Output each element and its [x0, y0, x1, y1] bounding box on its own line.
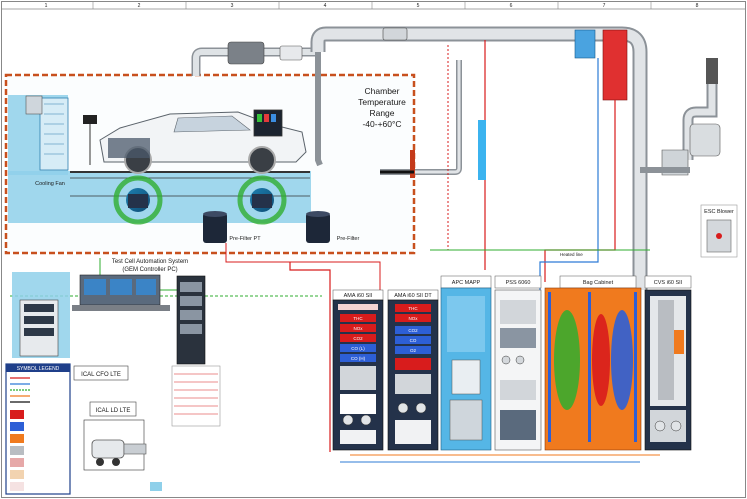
automation-subtitle: (GEM Controller PC): [122, 267, 177, 273]
column-number: 2: [138, 3, 141, 9]
heated-line-label: Heated line: [560, 252, 583, 257]
ama-right-module: [395, 314, 431, 322]
apc-panel: [451, 359, 481, 395]
ama-left-module: [340, 314, 376, 322]
exhaust-transfer-pipe: [312, 28, 646, 290]
pre-filter-label: Pre-Filter: [337, 236, 360, 242]
cal-ld-label: ICAL LD LTE: [96, 408, 131, 414]
apc-label: APC MAPP: [452, 280, 481, 286]
pre-filter-icon: [306, 213, 330, 243]
chamber-title: Chamber: [365, 86, 400, 96]
weather-station-icon: [25, 95, 43, 115]
tailpipe-connection: [193, 49, 318, 76]
column-number: 6: [510, 3, 513, 9]
ama-right-module: [395, 346, 431, 354]
bag-blue-icon: [611, 310, 633, 410]
pss-header: [494, 275, 542, 289]
bag-green-icon: [554, 310, 580, 410]
chamber-title: -40-+60°C: [362, 119, 401, 129]
rear-wheel-icon: [248, 146, 276, 174]
pre-filter-pt-icon: [203, 213, 227, 243]
heated-filter-icon: [602, 29, 628, 101]
cvs-label: CVS i60 SII: [654, 280, 683, 286]
column-number: 8: [696, 3, 699, 9]
svg-text:CO: CO: [410, 338, 417, 343]
column-number: 1: [45, 3, 48, 9]
front-roller-icon: [113, 175, 163, 225]
legend-title: SYMBOL LEGEND: [17, 366, 60, 372]
column-number: 3: [231, 3, 234, 9]
ama-left-module: [340, 354, 376, 362]
ama-right-module: [395, 304, 431, 312]
chamber-title: Range: [369, 108, 394, 118]
cal-cfo-label: ICAL CFO LTE: [81, 372, 121, 378]
ama-right-label: AMA i60 SII DT: [394, 293, 432, 299]
cooling-fan-label: Cooling Fan: [35, 181, 65, 187]
pre-filter-pt-label: Pre-Filter PT: [229, 236, 261, 242]
svg-text:THC: THC: [408, 306, 418, 311]
driver-monitor-icon: [83, 115, 97, 124]
column-number: 7: [603, 3, 606, 9]
svg-text:CO2: CO2: [408, 328, 418, 333]
chamber-title: Temperature: [358, 97, 406, 107]
bag-cabinet-label: Bag Cabinet: [583, 280, 614, 286]
return-pipe: [380, 60, 461, 174]
exhaust-flow-meter-icon: [382, 27, 408, 41]
blue-marker: [478, 120, 486, 180]
cal-ld-box: [89, 401, 137, 417]
dilution-tunnel-inlet-icon: [574, 29, 596, 59]
svg-text:CO (L): CO (L): [351, 346, 365, 351]
column-number: 4: [324, 3, 327, 9]
svg-text:NOx: NOx: [409, 316, 419, 321]
chamber-wall-passthrough: [410, 150, 415, 178]
cvs-silencer-icon: [706, 58, 718, 84]
svg-text:O2: O2: [410, 348, 417, 353]
column-number: 5: [417, 3, 420, 9]
svg-text:CO2: CO2: [353, 336, 363, 341]
cvs-header: [644, 275, 692, 289]
svg-text:NOx: NOx: [354, 326, 364, 331]
ama-left-module: [340, 344, 376, 352]
automation-title: Test Cell Automation System: [112, 259, 188, 265]
ama-left-label: AMA i60 SII: [344, 293, 373, 299]
cal-cfo-box: [73, 365, 129, 381]
rear-roller-icon: [237, 175, 287, 225]
ama-left-module: [340, 334, 376, 342]
ama-right-module: [395, 326, 431, 334]
svg-text:THC: THC: [353, 316, 363, 321]
bag-red-icon: [592, 314, 610, 406]
ama-left-module: [340, 324, 376, 332]
power-analyzer-icon: [253, 109, 283, 137]
engine-icon: [108, 138, 150, 158]
pss-label: PSS 6060: [506, 280, 531, 286]
esc-blower-label: ESC Blower: [704, 209, 734, 215]
muffler-icon: [227, 41, 265, 65]
flow-meter-icon: [279, 45, 303, 61]
ama-right-module: [395, 336, 431, 344]
svg-text:CO (H): CO (H): [351, 356, 366, 361]
notes-table: [171, 365, 221, 427]
cvs-exhaust-stack: [684, 80, 716, 160]
